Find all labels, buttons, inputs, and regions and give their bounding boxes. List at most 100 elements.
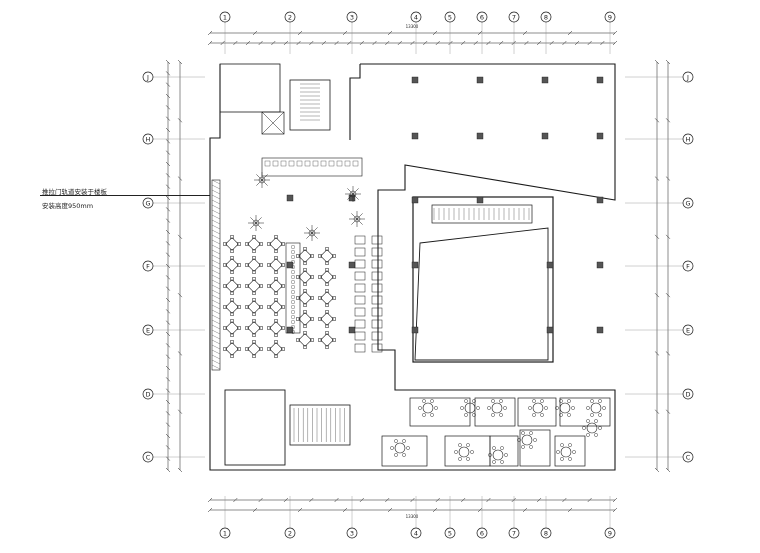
table-set-a-5-1 [245,340,263,358]
plant-3 [349,211,365,227]
column-16 [596,326,604,334]
room-southwest [224,389,286,466]
round-table-3 [528,399,548,417]
svg-text:7: 7 [512,529,516,537]
grid-bubble-col-3-top: 3 [346,11,358,23]
svg-text:2: 2 [288,529,292,537]
svg-text:9: 9 [608,13,612,21]
booth-right-8 [371,331,383,341]
grid-bubble-col-8-top: 8 [540,11,552,23]
svg-text:D: D [145,390,150,398]
svg-text:5: 5 [448,13,452,21]
grid-bubble-row-H-left: H [142,133,154,145]
svg-text:9: 9 [608,529,612,537]
table-set-a-0-2 [267,235,285,253]
column-8 [411,196,419,204]
svg-text:H: H [146,135,151,143]
svg-text:G: G [145,199,150,207]
svg-text:4: 4 [414,529,418,537]
table-set-b-4-0 [296,331,314,349]
grid-bubble-row-J-right: J [682,71,694,83]
grid-bubble-col-5-top: 5 [444,11,456,23]
column-19 [286,326,294,334]
table-set-a-4-2 [267,319,285,337]
stair-wall [349,64,361,140]
column-10 [596,196,604,204]
column-0 [411,76,419,84]
divider-planter [285,242,301,334]
round-table-8 [488,446,508,464]
table-set-a-3-0 [223,298,241,316]
svg-text:G: G [685,199,690,207]
dim-bottom-total: 13300 [406,514,419,519]
booth-left-8 [354,331,366,341]
booth-left-6 [354,307,366,317]
grid-bubble-col-9-top: 9 [604,11,616,23]
table-set-a-1-2 [267,256,285,274]
atrium-void [414,227,549,361]
svg-text:F: F [146,262,150,270]
dim-top-total: 13300 [406,24,419,29]
table-set-b-0-1 [318,247,336,265]
grid-bubble-row-E-right: E [682,324,694,336]
column-21 [348,261,356,269]
annotation-line-1: 推拉门轨道安装于楼板 [42,188,107,196]
private-room-5 [444,435,491,467]
grid-bubble-col-1-top: 1 [219,11,231,23]
escalator [431,204,533,224]
booth-left-0 [354,235,366,245]
private-room-7 [519,429,551,467]
table-set-a-4-0 [223,319,241,337]
dim-top-inner [207,40,618,46]
svg-text:F: F [686,262,690,270]
table-set-b-3-0 [296,310,314,328]
column-14 [411,326,419,334]
walls [209,63,616,471]
dim-top-outer [207,30,618,36]
booth-left-2 [354,259,366,269]
grid-bubble-row-C-left: C [142,451,154,463]
svg-text:E: E [146,326,150,334]
grid-bubble-row-E-left: E [142,324,154,336]
annotation-leader [40,195,210,196]
booth-right-3 [371,271,383,281]
svg-text:1: 1 [223,529,227,537]
grid-bubble-row-G-left: G [142,197,154,209]
table-set-a-4-1 [245,319,263,337]
table-set-a-5-0 [223,340,241,358]
svg-text:3: 3 [350,13,354,21]
table-set-b-3-1 [318,310,336,328]
elevator-box [261,111,285,135]
column-4 [411,132,419,140]
column-3 [596,76,604,84]
column-15 [546,326,554,334]
booth-right-1 [371,247,383,257]
grid-bubble-col-4-top: 4 [410,11,422,23]
grid-bubble-col-5-bottom: 5 [444,527,456,539]
private-room-1 [474,397,516,427]
grid-bubble-row-J-left: J [142,71,154,83]
booth-right-7 [371,319,383,329]
table-set-a-3-1 [245,298,263,316]
kitchen-line [261,157,363,177]
round-table-10 [556,443,576,461]
svg-text:4: 4 [414,13,418,21]
dimension-lines: 13300 13300 [165,24,671,519]
column-11 [596,261,604,269]
grid-bubble-col-6-top: 6 [476,11,488,23]
svg-text:1: 1 [223,13,227,21]
booth-right-9 [371,343,383,353]
round-table-5 [586,399,606,417]
round-table-4 [555,399,575,417]
grid-bubble-col-9-bottom: 9 [604,527,616,539]
svg-text:6: 6 [480,529,484,537]
private-room-3 [559,397,611,427]
svg-text:J: J [146,73,149,81]
dim-bottom-outer [207,507,618,513]
grid-bubble-col-7-bottom: 7 [508,527,520,539]
furniture [211,157,606,464]
private-room-2 [517,397,557,427]
booth-left-1 [354,247,366,257]
